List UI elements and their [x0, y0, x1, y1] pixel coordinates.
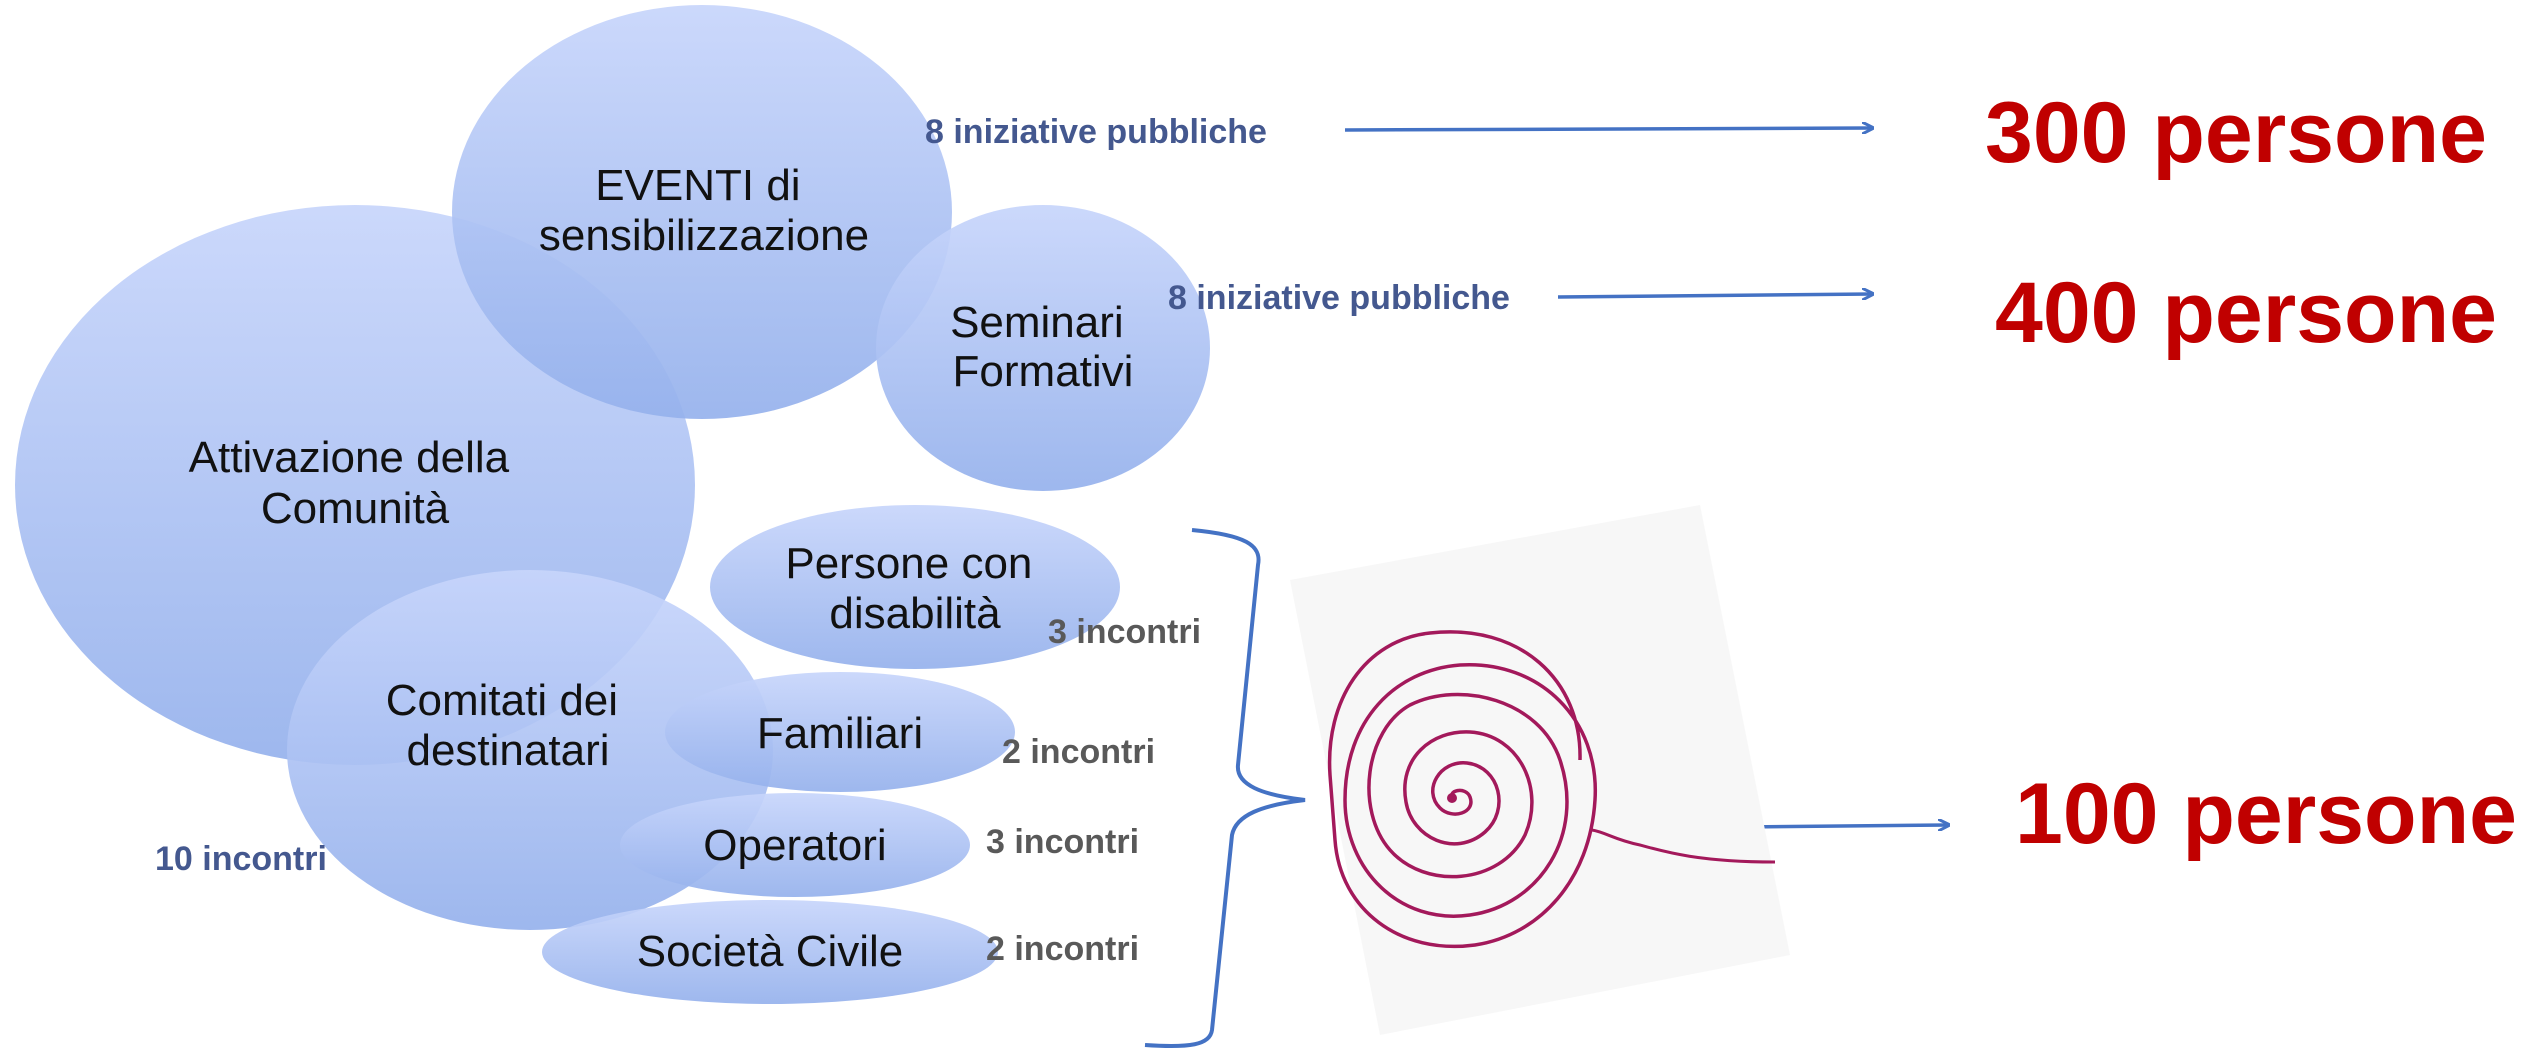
operatori-label: Operatori — [703, 821, 886, 870]
seminari-result: 400 persone — [1995, 265, 2497, 361]
bubble-eventi-sensibilizzazione — [452, 5, 952, 419]
seminari-count: 8 iniziative pubbliche — [1168, 279, 1510, 317]
bubble-familiari — [665, 672, 1015, 792]
seminari-label: Seminari Formativi — [950, 298, 1136, 396]
attivazione-label: Attivazione della Comunità — [189, 433, 522, 533]
eventi-arrow — [1344, 128, 1872, 130]
seminari-arrow — [1557, 294, 1872, 297]
eventi-count: 8 iniziative pubbliche — [925, 113, 1267, 151]
comitati-label: Comitati dei destinatari — [386, 676, 631, 775]
gruppi-result: 100 persone — [2015, 766, 2517, 862]
societa-civile-count: 2 incontri — [986, 930, 1139, 968]
eventi-label: EVENTI di sensibilizzazione — [539, 161, 869, 260]
persone-disabilita-label: Persone con disabilità — [785, 539, 1044, 638]
societa-civile-label: Società Civile — [637, 927, 904, 976]
bubble-operatori — [620, 793, 970, 897]
persone-disabilita-count: 3 incontri — [1048, 613, 1201, 651]
familiari-label: Familiari — [757, 709, 923, 758]
bubble-seminari-formativi — [876, 205, 1210, 491]
familiari-count: 2 incontri — [1002, 733, 1155, 771]
operatori-count: 3 incontri — [986, 823, 1139, 861]
comitati-count: 10 incontri — [155, 840, 327, 878]
bubble-societa-civile — [542, 900, 998, 1004]
curly-brace — [1144, 528, 1306, 1049]
hand-drawn-spiral-icon — [1290, 505, 1790, 1035]
eventi-result: 300 persone — [1985, 85, 2487, 181]
bubble-persone-disabilita — [710, 505, 1120, 669]
